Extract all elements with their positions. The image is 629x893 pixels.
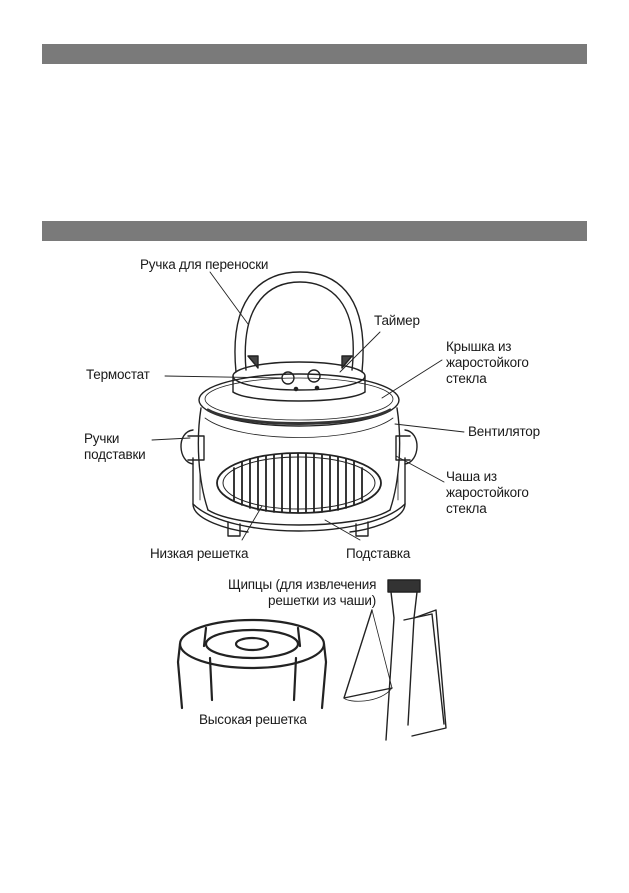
label-tongs-line2: решетки из чаши): [268, 593, 376, 608]
glass-lid-drawing: [198, 373, 400, 427]
label-tongs: Щипцы (для извлечения решетки из чаши): [228, 577, 376, 609]
low-rack-drawing: [216, 452, 382, 514]
carry-handle-drawing: [234, 271, 364, 373]
timer-knob-icon: [307, 369, 321, 383]
label-glass-lid-line1: Крышка из: [446, 339, 512, 354]
label-glass-bowl-line1: Чаша из: [446, 469, 497, 484]
label-timer: Таймер: [374, 313, 420, 328]
label-glass-bowl: Чаша из жаростойкого стекла: [446, 469, 529, 517]
high-rack-drawing: [176, 618, 328, 710]
section-header-bar-diagram: [42, 221, 587, 241]
label-low-rack: Низкая решетка: [150, 546, 249, 561]
label-stand: Подставка: [346, 546, 411, 561]
label-tongs-line1: Щипцы (для извлечения: [228, 577, 377, 592]
label-glass-bowl-line3: стекла: [446, 501, 487, 516]
label-fan: Вентилятор: [468, 424, 540, 439]
label-stand-handles-line2: подставки: [84, 447, 146, 462]
tongs-drawing: [343, 579, 447, 741]
label-glass-lid-line3: стекла: [446, 371, 487, 386]
section-header-bar-top: [42, 44, 587, 64]
label-carry-handle: Ручка для переноски: [140, 257, 269, 272]
label-glass-lid: Крышка из жаростойкого стекла: [446, 339, 529, 387]
label-stand-handles: Ручки подставки: [84, 431, 146, 463]
label-stand-handles-line1: Ручки: [84, 431, 120, 446]
label-glass-lid-line2: жаростойкого: [446, 355, 529, 370]
label-high-rack: Высокая решетка: [199, 712, 307, 727]
label-glass-bowl-line2: жаростойкого: [446, 485, 529, 500]
lid-housing-drawing: [232, 361, 366, 402]
leader-lines: [151, 271, 465, 541]
label-thermostat: Термостат: [86, 367, 150, 382]
